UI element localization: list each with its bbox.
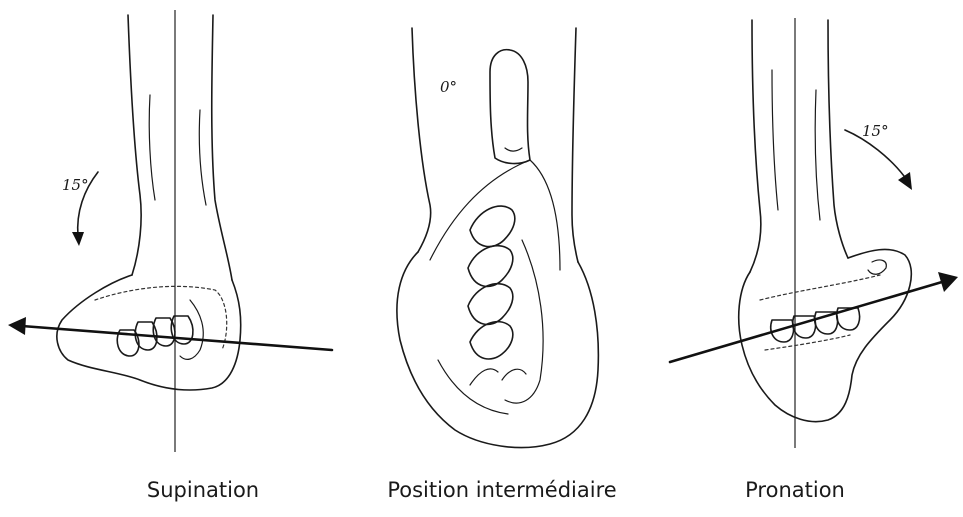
intermediate-finger-4 (470, 322, 513, 359)
intermediate-knuckle-marks (470, 369, 526, 385)
supination-angle-label: 15° (62, 176, 89, 194)
intermediate-finger-1 (470, 206, 515, 246)
supination-rotation-arrowhead (72, 232, 84, 246)
intermediate-forearm-left-edge (412, 28, 431, 252)
intermediate-finger-3 (468, 284, 513, 325)
supination-forearm-right-edge (212, 15, 232, 280)
intermediate-angle-label: 0° (440, 78, 457, 96)
pronation-transverse-arrowhead (938, 272, 958, 292)
intermediate-forearm-right-edge (572, 28, 578, 262)
pronation-rotation-arrowhead (898, 172, 912, 190)
intermediate-thumbnail (505, 148, 522, 151)
supination-thumb (180, 300, 203, 359)
pronation-angle-label: 15° (862, 122, 889, 140)
intermediate-heel-crease (438, 360, 508, 414)
pronation-forearm-left-edge (750, 20, 761, 272)
supination-transverse-axis (22, 326, 332, 350)
intermediate-caption: Position intermédiaire (387, 478, 616, 502)
intermediate-finger-tips-line (505, 240, 543, 403)
pronation-forearm-tendon-line (815, 90, 820, 220)
supination-caption: Supination (147, 478, 259, 502)
supination-forearm-left-edge (128, 15, 141, 275)
pronation-palm-crease (760, 275, 880, 300)
supination-forearm-tendon-line (199, 110, 206, 205)
pronation-caption: Pronation (745, 478, 845, 502)
supination-illustration: 15° (8, 10, 332, 452)
pronation-illustration: 15° (670, 18, 958, 448)
supination-forearm-muscle-line (149, 95, 155, 200)
intermediate-finger-2 (468, 246, 513, 287)
intermediate-palm-contour (430, 160, 560, 270)
pronation-forearm-right-edge (828, 20, 848, 258)
pronation-thumb-tip (868, 260, 886, 274)
intermediate-illustration: 0° (397, 28, 598, 448)
pronation-forearm-muscle-line (772, 70, 778, 210)
intermediate-thumb (490, 50, 530, 164)
supination-transverse-arrowhead (8, 317, 26, 335)
supination-hand-outline (57, 275, 241, 390)
intermediate-fist-outline (397, 252, 598, 448)
pronation-transverse-axis (670, 282, 942, 362)
